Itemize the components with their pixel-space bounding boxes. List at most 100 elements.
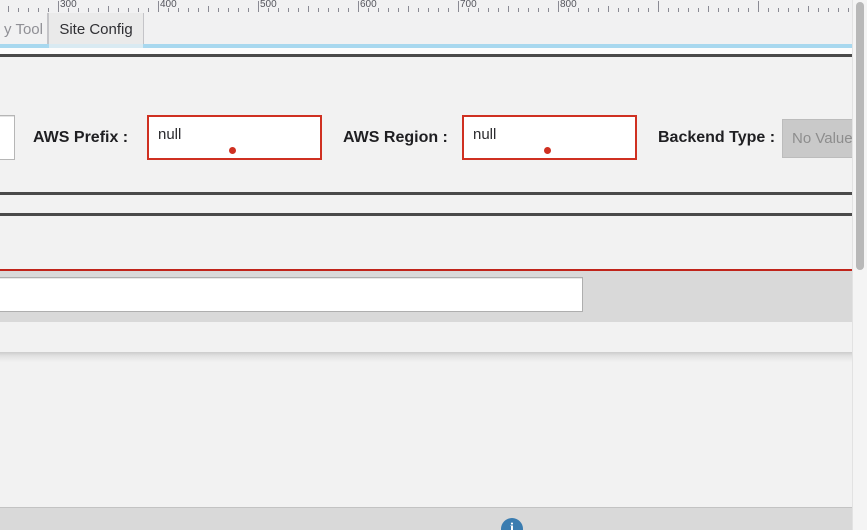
ruler-tick <box>488 8 489 12</box>
site-config-form: AWS Prefix : null AWS Region : null Back… <box>0 57 867 194</box>
ruler-tick <box>658 1 659 12</box>
ruler-tick <box>228 8 229 12</box>
ruler-tick <box>98 8 99 12</box>
ruler-tick <box>548 8 549 12</box>
tab-site-config[interactable]: Site Config <box>48 13 144 46</box>
tab-query-tool[interactable]: y Tool <box>0 13 48 46</box>
section-band-1 <box>0 195 867 213</box>
ruler-tick <box>758 1 759 12</box>
tab-underline <box>0 44 867 48</box>
ruler-tick <box>188 8 189 12</box>
ruler-tick <box>198 8 199 12</box>
ruler-tick <box>158 1 159 12</box>
ruler-tick <box>58 1 59 12</box>
section-band-2 <box>0 216 867 269</box>
ruler-tick <box>468 8 469 12</box>
vertical-scrollbar-track[interactable] <box>852 0 867 530</box>
ruler-tick <box>738 8 739 12</box>
aws-region-error-dot <box>544 147 551 154</box>
ruler-tick <box>448 8 449 12</box>
ruler-tick <box>838 8 839 12</box>
truncated-left-field[interactable] <box>0 115 15 160</box>
ruler-tick <box>728 8 729 12</box>
divider-section-1 <box>0 192 867 195</box>
ruler-tick <box>638 8 639 12</box>
ruler-tick <box>848 8 849 12</box>
divider-top <box>0 54 867 57</box>
ruler-tick <box>698 8 699 12</box>
ruler-tick <box>688 8 689 12</box>
ruler-tick <box>108 6 109 12</box>
ruler-tick <box>668 8 669 12</box>
ruler-tick <box>778 8 779 12</box>
ruler-tick <box>68 8 69 12</box>
ruler-label: 800 <box>560 0 577 10</box>
panel-top-strip <box>0 48 867 54</box>
ruler-tick <box>318 8 319 12</box>
ruler-tick <box>368 8 369 12</box>
vertical-scrollbar-thumb[interactable] <box>856 2 864 270</box>
ruler-tick <box>508 6 509 12</box>
ruler-tick <box>358 1 359 12</box>
ruler-tick <box>788 8 789 12</box>
ruler-tick <box>308 6 309 12</box>
ruler-label: 300 <box>60 0 77 10</box>
ruler-tick <box>648 8 649 12</box>
info-icon-glyph: i <box>510 521 514 530</box>
ruler-tick <box>238 8 239 12</box>
ruler-tick <box>28 8 29 12</box>
backend-type-label: Backend Type : <box>658 129 776 146</box>
aws-region-value: null <box>473 126 497 143</box>
ruler-tick <box>328 8 329 12</box>
ruler-label: 400 <box>160 0 177 10</box>
ruler-tick <box>258 1 259 12</box>
ruler-tick <box>128 8 129 12</box>
ruler-tick <box>398 8 399 12</box>
ruler-label: 700 <box>460 0 477 10</box>
aws-region-label: AWS Region : <box>343 129 448 146</box>
tab-bar: y Tool Site Config <box>0 13 867 47</box>
ruler-tick <box>538 8 539 12</box>
aws-region-input[interactable]: null <box>462 115 637 160</box>
ruler-tick <box>248 8 249 12</box>
aws-prefix-error-dot <box>229 147 236 154</box>
ruler-tick <box>628 8 629 12</box>
ruler-tick <box>678 8 679 12</box>
ruler-tick <box>38 8 39 12</box>
ruler-tick <box>88 8 89 12</box>
ruler-tick <box>178 8 179 12</box>
ruler-tick <box>428 8 429 12</box>
ruler-tick <box>708 6 709 12</box>
ruler-tick <box>78 8 79 12</box>
info-icon[interactable]: i <box>501 518 523 530</box>
ruler-tick <box>478 8 479 12</box>
ruler-tick <box>768 8 769 12</box>
wide-text-input[interactable] <box>0 277 583 312</box>
ruler-tick <box>288 8 289 12</box>
ruler-tick <box>208 6 209 12</box>
ruler-tick <box>8 6 9 12</box>
status-bar <box>0 507 867 530</box>
ruler-label: 500 <box>260 0 277 10</box>
ruler-tick <box>168 8 169 12</box>
ruler-tick <box>418 8 419 12</box>
ruler-tick <box>338 8 339 12</box>
ruler-tick <box>148 8 149 12</box>
ruler-tick <box>588 8 589 12</box>
ruler-tick <box>608 6 609 12</box>
ruler-tick <box>18 8 19 12</box>
backend-type-value: No Value <box>792 130 853 147</box>
ruler-tick <box>828 8 829 12</box>
ruler-tick <box>218 8 219 12</box>
tab-active-underline-gap <box>49 44 143 48</box>
ruler-tick <box>558 1 559 12</box>
ruler-tick <box>438 8 439 12</box>
ruler-tick <box>598 8 599 12</box>
ruler-label: 600 <box>360 0 377 10</box>
panel-shadow-edge <box>0 352 867 362</box>
ruler-tick <box>578 8 579 12</box>
aws-prefix-label: AWS Prefix : <box>33 129 129 146</box>
ruler-tick <box>718 8 719 12</box>
ruler-tick <box>808 6 809 12</box>
